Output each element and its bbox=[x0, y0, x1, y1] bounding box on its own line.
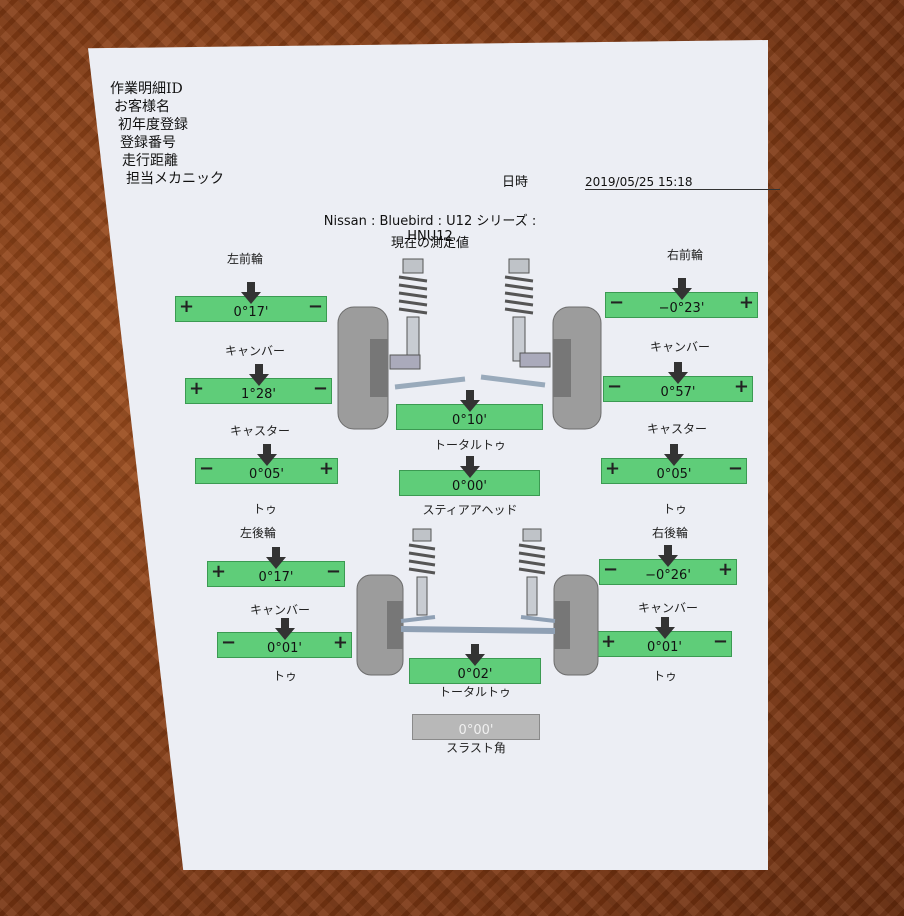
front-left-camber-label: キャンバー bbox=[224, 344, 285, 358]
front-left-caster-value: 1°28' bbox=[241, 387, 276, 402]
rear-left-camber-value: 0°17' bbox=[258, 570, 294, 585]
front-right-caster-gauge: − + 0°57' bbox=[603, 362, 753, 402]
minus-sign: − bbox=[727, 458, 743, 479]
minus-sign: − bbox=[607, 376, 623, 397]
pointer-arrow-icon bbox=[459, 456, 480, 478]
rear-right-toe-gauge: + − 0°01' bbox=[597, 617, 732, 657]
minus-sign: − bbox=[609, 292, 625, 313]
rear-total-toe-gauge: 0°02' bbox=[409, 644, 541, 684]
minus-sign: − bbox=[221, 632, 237, 653]
front-right-camber-value: −0°23' bbox=[658, 301, 705, 316]
minus-sign: − bbox=[312, 378, 328, 399]
rear-total-toe-value: 0°02' bbox=[457, 667, 493, 682]
plus-sign: + bbox=[179, 296, 195, 317]
rear-left-camber-label: キャンバー bbox=[249, 603, 310, 617]
right-strut bbox=[480, 258, 551, 388]
date-value: 2019/05/25 15:18 bbox=[585, 175, 780, 190]
rear-left-toe-label: トゥ bbox=[272, 669, 297, 683]
steering-ahead-value: 0°00' bbox=[452, 479, 487, 494]
front-left-toe-label: トゥ bbox=[252, 502, 277, 516]
plus-sign: + bbox=[733, 376, 749, 397]
rear-total-toe-label: トータルトゥ bbox=[438, 685, 511, 699]
steering-ahead-gauge: 0°00' bbox=[399, 456, 540, 496]
pointer-arrow-icon bbox=[266, 547, 286, 569]
front-suspension-illustration bbox=[337, 258, 602, 430]
front-total-toe-label: トータルトゥ bbox=[433, 438, 506, 452]
plus-sign: + bbox=[189, 378, 205, 399]
rear-right-camber-value: −0°26' bbox=[645, 568, 691, 583]
plus-sign: + bbox=[601, 631, 617, 652]
pointer-arrow-icon bbox=[671, 278, 692, 300]
pointer-arrow-icon bbox=[459, 390, 480, 412]
plus-sign: + bbox=[211, 561, 227, 582]
rear-left-toe-gauge: − + 0°01' bbox=[217, 618, 352, 658]
plus-sign: + bbox=[738, 292, 754, 313]
section-title: 現在の測定値 bbox=[390, 236, 469, 251]
pointer-arrow-icon bbox=[256, 444, 277, 466]
field-mileage: 走行距離 bbox=[122, 153, 178, 169]
front-right-toe-value: 0°05' bbox=[656, 467, 692, 482]
field-work-id: 作業明細ID bbox=[110, 81, 183, 97]
steering-ahead-label: スティアアヘッド bbox=[422, 503, 518, 517]
field-first-registration: 初年度登録 bbox=[118, 117, 188, 133]
left-strut bbox=[389, 258, 466, 390]
date-label: 日時 bbox=[502, 175, 529, 190]
front-left-caster-label: キャスター bbox=[229, 424, 290, 438]
rear-right-camber-label: キャンバー bbox=[637, 601, 698, 615]
plus-sign: + bbox=[717, 559, 733, 580]
rear-left-title: 左後輪 bbox=[239, 526, 276, 540]
front-right-toe-gauge: + − 0°05' bbox=[601, 444, 747, 484]
minus-sign: − bbox=[603, 559, 619, 580]
front-right-camber-gauge: − + −0°23' bbox=[605, 278, 758, 318]
front-left-camber-value: 0°17' bbox=[233, 305, 269, 320]
field-registration-number: 登録番号 bbox=[120, 135, 176, 151]
thrust-angle-gauge: 0°00' bbox=[412, 700, 540, 740]
thrust-angle-value: 0°00' bbox=[458, 723, 494, 738]
plus-sign: + bbox=[605, 458, 621, 479]
vehicle-title: Nissan : Bluebird : U12 シリーズ : HNU12 bbox=[323, 214, 537, 244]
front-total-toe-value: 0°10' bbox=[452, 413, 487, 428]
field-mechanic: 担当メカニック bbox=[126, 171, 224, 187]
front-right-caster-value: 0°57' bbox=[660, 385, 696, 400]
front-right-caster-label: キャスター bbox=[646, 422, 707, 436]
rear-right-title: 右後輪 bbox=[651, 526, 688, 540]
front-left-camber-gauge: + − 0°17' bbox=[175, 282, 327, 322]
minus-sign: − bbox=[307, 296, 323, 317]
minus-sign: − bbox=[325, 561, 341, 582]
pointer-arrow-icon bbox=[465, 644, 485, 666]
pointer-arrow-icon bbox=[664, 444, 684, 466]
pointer-arrow-icon bbox=[668, 362, 688, 384]
field-customer: お客様名 bbox=[114, 99, 170, 115]
rear-left-camber-gauge: + − 0°17' bbox=[207, 547, 345, 587]
front-right-toe-label: トゥ bbox=[662, 502, 687, 516]
front-left-caster-gauge: + − 1°28' bbox=[185, 364, 332, 404]
front-left-toe-value: 0°05' bbox=[249, 467, 284, 482]
plus-sign: + bbox=[332, 632, 348, 653]
front-total-toe-gauge: 0°10' bbox=[396, 390, 543, 430]
pointer-arrow-icon bbox=[241, 282, 261, 304]
rear-suspension-illustration bbox=[356, 528, 599, 676]
front-right-camber-label: キャンバー bbox=[649, 340, 710, 354]
rear-right-toe-value: 0°01' bbox=[647, 640, 682, 655]
pointer-arrow-icon bbox=[654, 617, 675, 639]
pointer-arrow-icon bbox=[658, 545, 678, 567]
rear-right-toe-label: トゥ bbox=[652, 669, 677, 683]
rear-left-toe-value: 0°01' bbox=[267, 641, 302, 656]
minus-sign: − bbox=[712, 631, 728, 652]
rear-right-camber-gauge: − + −0°26' bbox=[599, 545, 737, 585]
front-left-toe-gauge: − + 0°05' bbox=[195, 444, 338, 484]
minus-sign: − bbox=[199, 458, 215, 479]
plus-sign: + bbox=[318, 458, 334, 479]
front-left-title: 左前輪 bbox=[226, 252, 263, 266]
front-right-title: 右前輪 bbox=[666, 248, 703, 262]
thrust-angle-label: スラスト角 bbox=[446, 741, 506, 755]
pointer-arrow-icon bbox=[274, 618, 295, 640]
pointer-arrow-icon bbox=[248, 364, 269, 386]
info-fields: 作業明細ID お客様名 初年度登録 登録番号 走行距離 担当メカニック bbox=[110, 80, 224, 188]
